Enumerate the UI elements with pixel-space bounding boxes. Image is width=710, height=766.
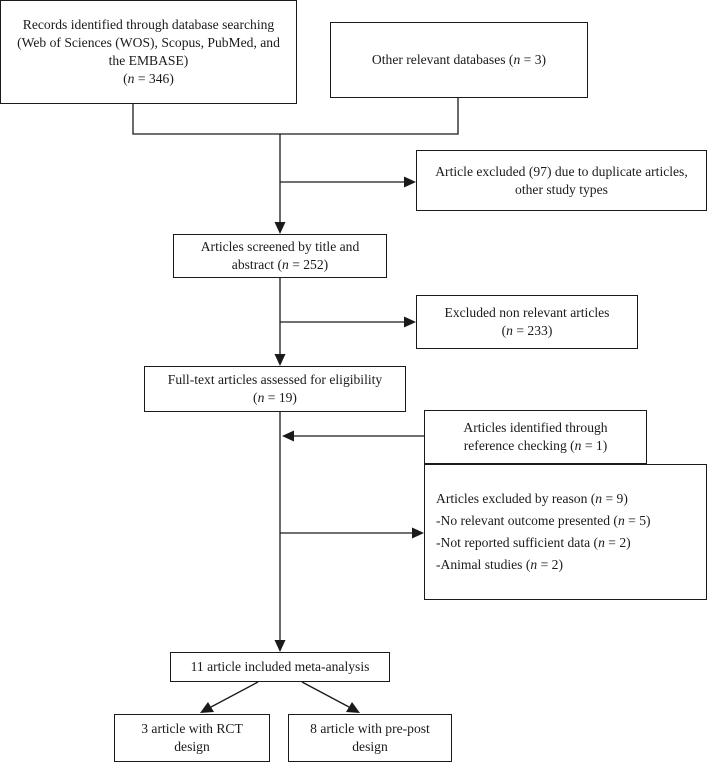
excluded-by-reason-title: Articles excluded by reason (n = 9)	[436, 491, 628, 506]
arrowhead-non-relevant	[404, 316, 416, 328]
excluded-duplicates-line-1: Article excluded (97) due to duplicate a…	[435, 163, 688, 179]
records-line-2: (Web of Sciences (WOS), Scopus, PubMed, …	[17, 35, 280, 50]
other-databases-box: Other relevant databases (n = 3)	[330, 22, 588, 98]
excluded-non-relevant-box: Excluded non relevant articles (n = 233)	[416, 295, 638, 349]
reference-checking-line-2: reference checking (n = 1)	[463, 438, 608, 453]
records-identified-box: Records identified through database sear…	[0, 0, 297, 104]
full-text-box: Full-text articles assessed for eligibil…	[144, 366, 406, 412]
excluded-non-relevant-line-1: Excluded non relevant articles	[444, 305, 610, 320]
excluded-duplicates-box: Article excluded (97) due to duplicate a…	[416, 150, 707, 211]
arrowhead-pre-post	[346, 702, 360, 713]
arrowhead-excluded-reason	[412, 527, 424, 539]
records-line-1: Records identified through database sear…	[22, 17, 275, 32]
included-text: 11 article included meta-analysis	[190, 659, 370, 674]
split-to-pre-post	[301, 681, 350, 708]
excluded-by-reason-box: Articles excluded by reason (n = 9) -No …	[424, 464, 707, 600]
arrowhead-reference	[282, 430, 294, 442]
arrowhead-rct	[200, 702, 214, 713]
arrowhead-full-text	[274, 354, 286, 366]
excluded-duplicates-line-2: other study types	[515, 181, 608, 197]
screened-box: Articles screened by title and abstract …	[173, 234, 387, 278]
arrowhead-screened	[274, 222, 286, 234]
excluded-reason-item: -Not reported sufficient data (n = 2)	[436, 535, 631, 550]
split-to-rct	[210, 681, 259, 708]
other-databases-text: Other relevant databases (n = 3)	[371, 52, 547, 67]
records-line-3: the EMBASE)	[108, 53, 189, 68]
screened-line-1: Articles screened by title and	[200, 239, 360, 254]
full-text-line-2: (n = 19)	[253, 390, 297, 405]
merge-connector	[132, 98, 459, 135]
excluded-reason-item: -No relevant outcome presented (n = 5)	[436, 513, 651, 528]
excluded-reason-item: -Animal studies (n = 2)	[436, 557, 563, 572]
screened-line-2: abstract (n = 252)	[231, 257, 329, 272]
rct-line-1: 3 article with RCT	[141, 721, 243, 736]
arrowhead-included	[274, 640, 286, 652]
arrowhead-duplicates	[404, 176, 416, 188]
pre-post-line-2: design	[352, 739, 388, 754]
pre-post-box: 8 article with pre-post design	[288, 714, 452, 762]
reference-checking-line-1: Articles identified through	[463, 420, 608, 435]
included-box: 11 article included meta-analysis	[170, 652, 390, 682]
excluded-non-relevant-line-2: (n = 233)	[501, 323, 553, 338]
full-text-line-1: Full-text articles assessed for eligibil…	[167, 372, 383, 387]
rct-line-2: design	[174, 739, 210, 754]
records-count: (n = 346)	[123, 71, 174, 86]
rct-box: 3 article with RCT design	[114, 714, 270, 762]
reference-checking-box: Articles identified through reference ch…	[424, 410, 647, 464]
pre-post-line-1: 8 article with pre-post	[310, 721, 430, 736]
